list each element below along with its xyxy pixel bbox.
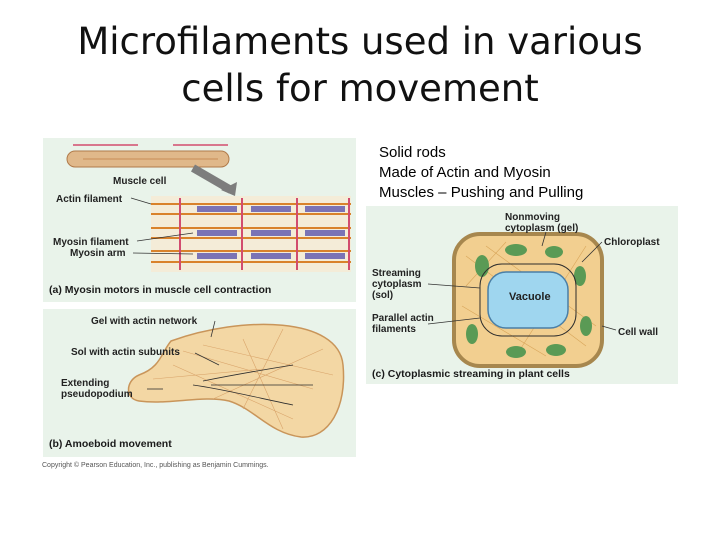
slide-title: Microfilaments used in various cells for… [40, 18, 680, 112]
parallel-label-1: Parallel actin [372, 313, 434, 324]
muscle-cell-label: Muscle cell [113, 176, 167, 187]
figure-b-panel: Gel with actin network Sol with actin su… [43, 309, 356, 457]
sol-label: Sol with actin subunits [71, 347, 180, 358]
streaming-label-1: Streaming [372, 268, 421, 279]
chloroplast-shape [574, 266, 586, 286]
figure-c-caption: (c) Cytoplasmic streaming in plant cells [372, 368, 570, 380]
figure-a-panel: Muscle cell Actin filament Myosin filame… [43, 138, 356, 302]
vacuole-shape [487, 271, 569, 329]
title-line-2: cells for movement [181, 67, 539, 110]
bullet-item: Solid rods [379, 144, 446, 161]
streaming-label-3: (sol) [372, 290, 394, 301]
bullet-list: Solid rods Made of Actin and Myosin Musc… [379, 143, 583, 203]
myosin-arm-label: Myosin arm [70, 248, 126, 259]
extending-label-1: Extending [61, 378, 110, 389]
bullet-item: Muscles – Pushing and Pulling [379, 184, 584, 201]
gel-label: Gel with actin network [91, 316, 198, 327]
sarcomere-grid [151, 196, 351, 272]
copyright-text: Copyright © Pearson Education, Inc., pub… [42, 462, 269, 469]
chloroplast-shape [506, 346, 526, 358]
chloroplast-shape [505, 244, 527, 256]
figure-c-panel: Nonmoving cytoplasm (gel) Chloroplast St… [366, 206, 678, 384]
streaming-label-2: cytoplasm [372, 279, 422, 290]
figure-b-caption: (b) Amoeboid movement [49, 438, 172, 450]
parallel-label-2: filaments [372, 324, 416, 335]
cell-wall-label: Cell wall [618, 327, 659, 338]
extending-label-2: pseudopodium [61, 389, 133, 400]
plant-cell-diagram [427, 231, 617, 368]
title-line-1: Microfilaments used in various [77, 20, 643, 63]
myosin-filament-label: Myosin filament [53, 237, 129, 248]
muscle-diagram [66, 144, 351, 272]
chloroplast-shape [475, 255, 489, 277]
vacuole-label: Vacuole [509, 291, 551, 303]
nonmoving-label-2: cytoplasm (gel) [505, 223, 579, 234]
chloroplast-shape [580, 316, 592, 336]
chloroplast-shape [466, 324, 478, 344]
chloroplast-shape [546, 344, 566, 356]
zoom-arrow-shape [190, 164, 234, 194]
chloroplast-label: Chloroplast [604, 237, 660, 248]
actin-filament-label: Actin filament [56, 194, 123, 205]
nonmoving-label-1: Nonmoving [505, 212, 560, 223]
figure-a-caption: (a) Myosin motors in muscle cell contrac… [49, 284, 272, 296]
amoeba-diagram [127, 320, 345, 438]
chloroplast-shape [545, 246, 563, 258]
amoeba-shape [127, 323, 345, 438]
bullet-item: Made of Actin and Myosin [379, 164, 551, 181]
